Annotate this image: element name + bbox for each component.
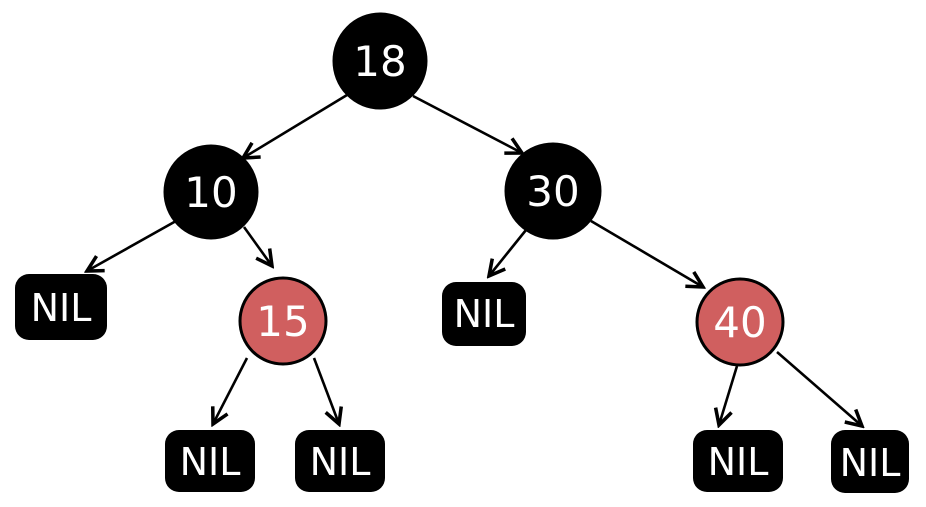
edge-40-nil-right [776, 351, 862, 426]
edge-30-nil [489, 229, 528, 276]
nil-15-right-label: NIL [310, 440, 371, 484]
nil-15-left-box [165, 430, 255, 492]
nil-40-left-box [693, 430, 783, 492]
nil-15-right-box [295, 430, 385, 492]
edge-10-15 [242, 226, 272, 266]
node-10: 10 [163, 144, 259, 240]
edge-40-nil-left [719, 365, 739, 425]
edge-10-nil [87, 219, 177, 271]
edge-30-40 [590, 219, 703, 287]
nil-40-right: NIL [831, 430, 909, 493]
node-18-label: 18 [353, 37, 406, 86]
nil-40-left: NIL [693, 430, 783, 492]
nil-10-left-label: NIL [31, 286, 92, 330]
edge-18-10 [243, 93, 348, 158]
nil-15-left-label: NIL [180, 440, 241, 484]
node-15-circle [238, 276, 328, 366]
nil-10-left: NIL [15, 274, 107, 340]
node-18-circle [332, 12, 428, 110]
nil-30-left-label: NIL [454, 292, 515, 336]
edge-15-nil-right [312, 357, 339, 424]
node-40-circle [695, 277, 785, 367]
node-30-circle [504, 142, 602, 240]
nil-30-left: NIL [442, 282, 526, 346]
edge-18-30 [412, 94, 522, 153]
nil-15-left: NIL [165, 430, 255, 492]
nil-10-left-box [15, 274, 107, 340]
nil-40-left-label: NIL [708, 440, 769, 484]
nil-30-left-box [442, 282, 526, 346]
nil-40-right-box [831, 430, 909, 493]
node-30-label: 30 [526, 167, 579, 216]
nil-40-right-label: NIL [840, 441, 901, 485]
node-10-label: 10 [184, 168, 237, 217]
node-40: 40 [695, 277, 785, 367]
nil-15-right: NIL [295, 430, 385, 492]
edge-15-nil-left [213, 357, 249, 424]
node-30: 30 [504, 142, 602, 240]
node-18: 18 [332, 12, 428, 110]
node-15-label: 15 [256, 297, 309, 346]
node-40-label: 40 [713, 298, 766, 347]
node-10-circle [163, 144, 259, 240]
edges [87, 93, 862, 426]
node-15: 15 [238, 276, 328, 366]
